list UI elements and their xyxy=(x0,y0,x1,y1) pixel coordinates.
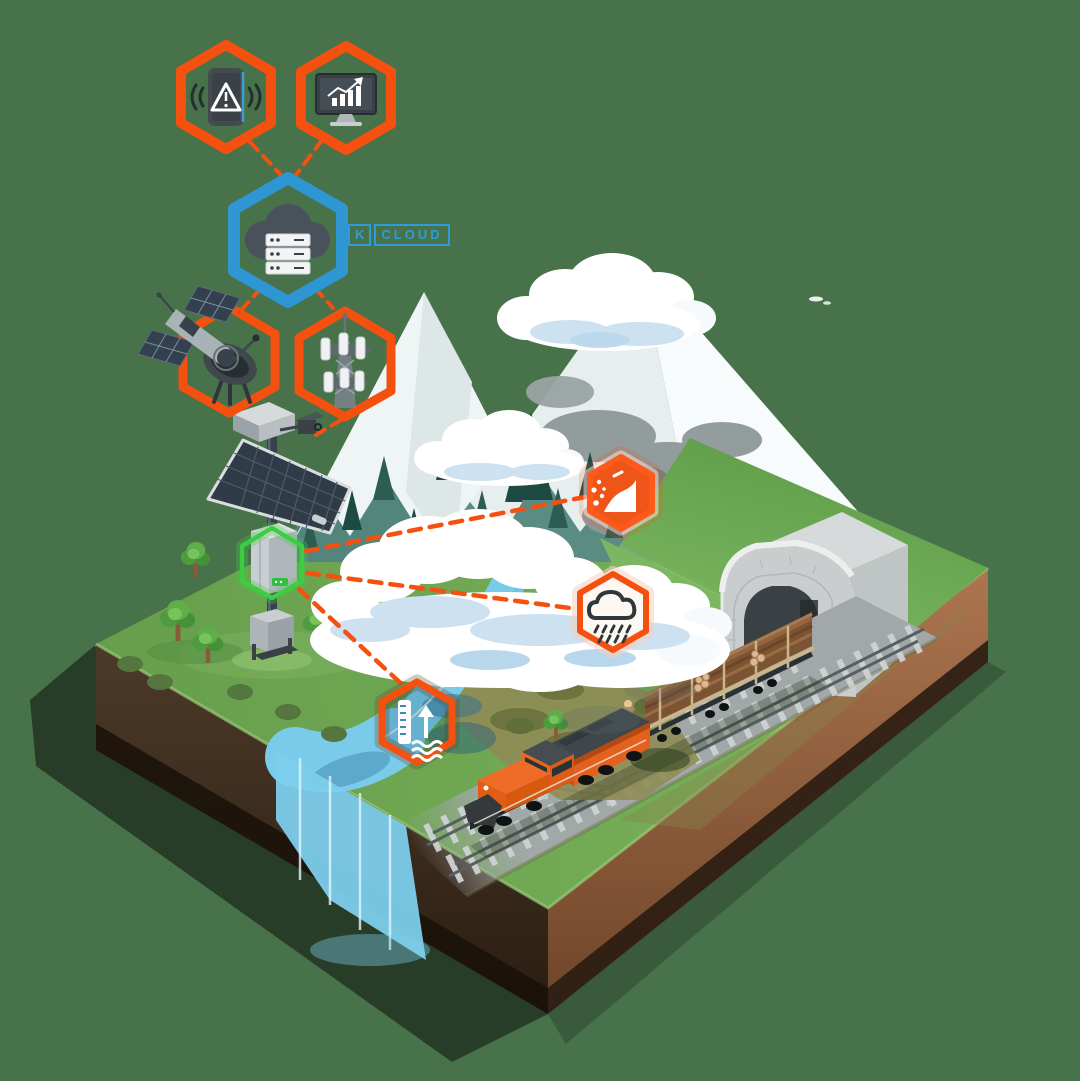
monitoring-station xyxy=(206,402,352,671)
cloud-server-icon xyxy=(245,204,330,275)
water-level-warning-icon xyxy=(398,700,444,762)
link-logger-rockfall xyxy=(303,494,588,554)
link-phone-cloud xyxy=(248,140,283,177)
cloud-server-node[interactable] xyxy=(228,172,348,308)
link-logger-rain xyxy=(304,570,580,612)
solar-panel xyxy=(206,438,352,535)
cell-tower-node[interactable] xyxy=(294,306,396,422)
link-tower-camera xyxy=(314,418,343,437)
link-monitor-cloud xyxy=(294,138,324,177)
waterfall xyxy=(276,750,426,960)
camera-sensor xyxy=(233,402,324,442)
cloud-platform-label: K CLOUD xyxy=(348,224,450,246)
log-cars xyxy=(642,612,815,742)
link-logger-water xyxy=(296,586,410,692)
cloud-top xyxy=(497,253,716,351)
cell-tower-icon xyxy=(319,312,371,408)
battery-box xyxy=(250,609,298,660)
network-diagram xyxy=(137,40,396,437)
locomotive xyxy=(464,708,650,835)
cloud-platform-label-k: K xyxy=(348,224,372,246)
warning-badges xyxy=(374,446,663,770)
sensor-links xyxy=(296,494,588,692)
rockfall-warning-icon xyxy=(591,470,636,512)
analytics-monitor-node[interactable] xyxy=(296,41,396,155)
water-level-badge[interactable] xyxy=(374,674,460,770)
rockfall-badge[interactable] xyxy=(579,446,663,540)
rainfall-badge[interactable] xyxy=(572,566,654,658)
rainfall-warning-icon xyxy=(587,590,637,644)
cloud-mid xyxy=(414,410,585,486)
analytics-monitor-icon xyxy=(315,73,377,126)
satellite-icon xyxy=(137,285,241,371)
alert-phone-icon xyxy=(190,68,262,126)
log-train xyxy=(464,612,826,858)
sensor-hexagon[interactable] xyxy=(239,525,305,601)
alert-phone-node[interactable] xyxy=(176,40,276,154)
satellite-graphic xyxy=(137,285,241,371)
cloud-platform-label-cloud: CLOUD xyxy=(374,224,450,246)
